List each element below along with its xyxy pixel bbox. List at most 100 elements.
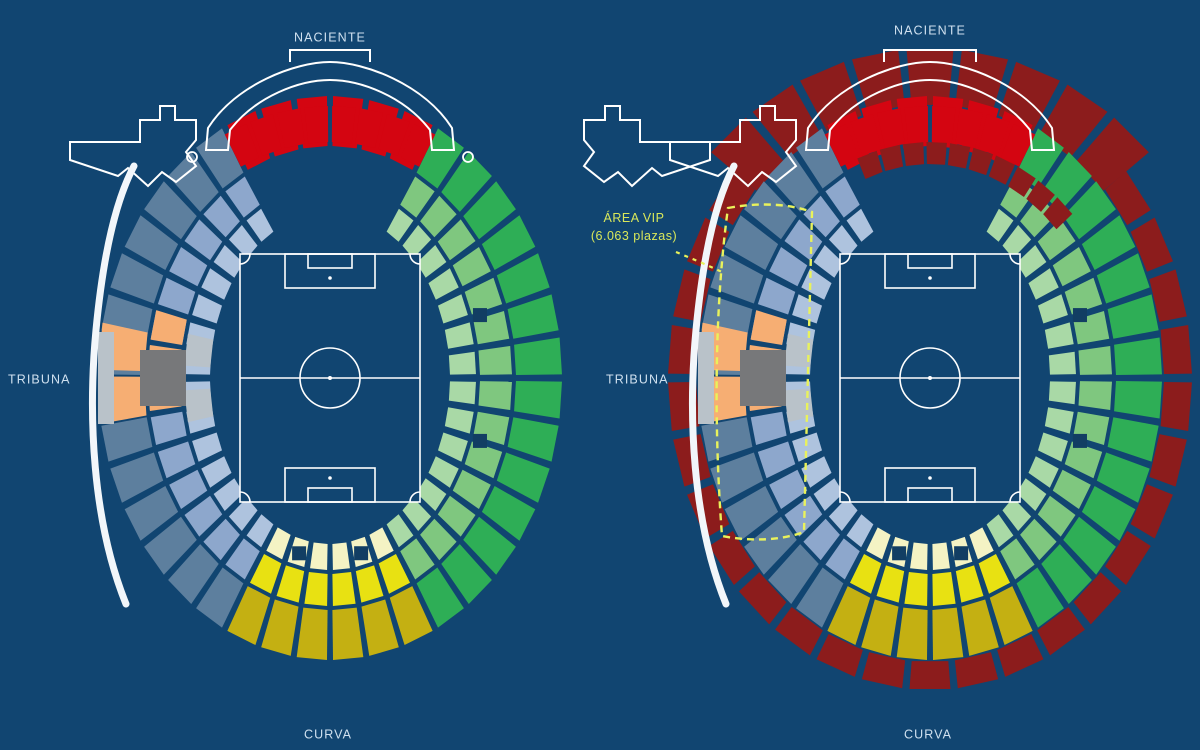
seating-section[interactable] [361,599,399,656]
seating-section[interactable] [978,554,1011,594]
expansion-seating-section[interactable] [1149,269,1187,322]
seating-section[interactable] [1081,486,1136,541]
seating-section[interactable] [1002,497,1032,532]
seating-section[interactable] [1016,128,1064,189]
expansion-seating-section[interactable] [1130,484,1173,539]
seating-section[interactable] [169,246,208,287]
seating-section[interactable] [1037,495,1076,537]
seating-section[interactable] [369,527,394,560]
seating-section[interactable] [203,195,240,238]
expansion-seating-section[interactable] [1160,381,1192,432]
seating-section[interactable] [441,152,492,212]
seating-section[interactable] [986,208,1014,242]
seating-section[interactable] [1078,381,1112,411]
seating-section[interactable] [192,294,223,324]
seating-section[interactable] [813,478,844,512]
seating-section[interactable] [724,215,779,270]
seating-section[interactable] [768,152,819,212]
naciente-seating-section[interactable] [978,114,1010,156]
seating-section[interactable] [1041,544,1092,604]
seating-section[interactable] [144,516,197,575]
tribuna-side-strip[interactable] [98,332,114,424]
seating-section[interactable] [961,599,999,656]
seating-section[interactable] [416,128,464,189]
seating-section[interactable] [801,268,832,300]
expansion-seating-section[interactable] [988,155,1015,185]
seating-section[interactable] [932,572,956,606]
seating-section[interactable] [437,432,468,462]
seating-section[interactable] [420,195,457,238]
seating-section[interactable] [246,514,274,548]
seating-section[interactable] [1064,441,1103,479]
seating-section[interactable] [796,567,844,628]
seating-section[interactable] [1020,518,1057,561]
naciente-seating-section[interactable] [850,114,882,156]
seating-section[interactable] [792,294,823,324]
seating-section[interactable] [710,452,764,503]
expansion-seating-section[interactable] [879,144,904,172]
seating-section[interactable] [1096,452,1150,503]
seating-section[interactable] [1037,219,1076,261]
vip-seating-section[interactable] [150,310,187,346]
seating-section[interactable] [332,607,364,660]
seating-section[interactable] [437,219,476,261]
seating-section[interactable] [428,456,459,488]
seating-section[interactable] [849,554,882,594]
expansion-seating-section[interactable] [926,142,947,165]
seating-section[interactable] [203,518,240,561]
seating-section[interactable] [1052,246,1091,287]
seating-section[interactable] [478,345,512,375]
naciente-seating-section[interactable] [876,108,905,149]
seating-section[interactable] [452,469,491,510]
seating-section[interactable] [201,456,232,488]
seating-section[interactable] [416,478,447,512]
seating-section[interactable] [157,441,196,479]
seating-section[interactable] [402,497,432,532]
seating-section[interactable] [496,253,550,304]
seating-section[interactable] [1000,538,1035,580]
seating-section[interactable] [496,452,550,503]
seating-section[interactable] [1028,268,1059,300]
seating-section[interactable] [400,538,435,580]
seating-section[interactable] [332,542,350,570]
naciente-seating-section[interactable] [331,106,356,144]
vip-seating-section[interactable] [184,333,214,368]
expansion-seating-section[interactable] [709,530,755,585]
seating-section[interactable] [910,542,928,570]
seating-section[interactable] [1041,152,1092,212]
seating-section[interactable] [514,381,562,419]
seating-section[interactable] [416,244,447,278]
seating-section[interactable] [1114,337,1162,375]
seating-section[interactable] [932,607,964,660]
naciente-seating-section[interactable] [224,123,260,167]
expansion-seating-section[interactable] [1076,117,1149,191]
seating-section[interactable] [1096,253,1150,304]
expansion-seating-section[interactable] [909,661,951,690]
seating-section[interactable] [757,441,796,479]
seating-section[interactable] [266,527,291,560]
seating-section[interactable] [386,514,414,548]
seating-section[interactable] [989,586,1033,646]
seating-section[interactable] [1063,181,1116,240]
seating-section[interactable] [168,152,219,212]
seating-section[interactable] [157,277,196,315]
seating-section[interactable] [448,351,476,375]
expansion-seating-section[interactable] [954,652,999,689]
seating-section[interactable] [1044,322,1074,349]
seating-section[interactable] [400,176,435,218]
seating-section[interactable] [196,567,244,628]
seating-section[interactable] [420,518,457,561]
naciente-seating-section[interactable] [400,123,436,167]
expansion-seating-section[interactable] [816,633,863,677]
seating-section[interactable] [463,516,516,575]
tribuna-side-strip[interactable] [698,332,714,424]
naciente-seating-section[interactable] [904,106,929,144]
seating-section[interactable] [192,432,223,462]
seating-section[interactable] [724,486,779,541]
naciente-seating-section[interactable] [1000,123,1036,167]
seating-section[interactable] [481,215,536,270]
naciente-seating-section[interactable] [304,106,329,144]
expansion-seating-section[interactable] [711,117,784,191]
seating-section[interactable] [101,417,153,462]
seating-section[interactable] [228,224,258,259]
